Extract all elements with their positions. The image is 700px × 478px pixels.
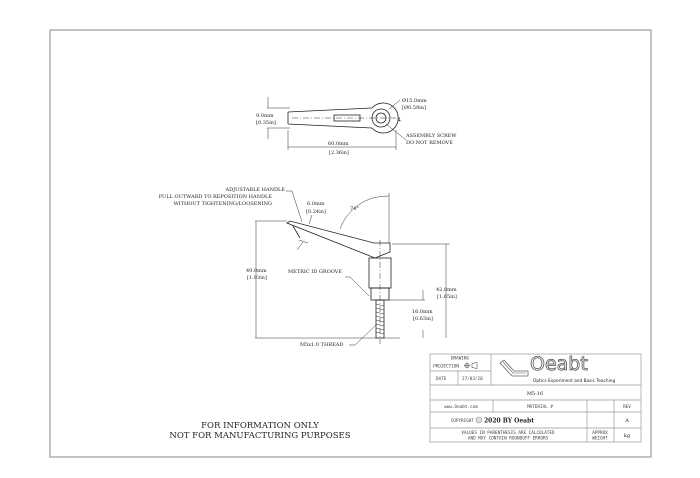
rev-value: A [624, 418, 629, 424]
thread-note: M5x1.0 THREAD [300, 342, 343, 348]
screw-note-line1: ASSEMBLY SCREW [405, 133, 457, 139]
dim-length-mm: 60.0mm [328, 141, 349, 147]
date-value: 27/03/20 [462, 376, 483, 382]
projection-label-2: PROJECTION [433, 364, 459, 370]
weight-unit: kg [624, 433, 631, 439]
website: www.Oeabt.com [444, 404, 478, 410]
leader-line [345, 276, 370, 297]
notice-line2: NOT FOR MANUFACTURING PURPOSES [169, 431, 350, 441]
dim-body-height-mm: 42.0mm [436, 287, 457, 293]
oeabt-logo: Oeabt Optics Experiment and Basic Teachi… [499, 353, 616, 384]
dim-diameter-in: [Ø0.59in] [402, 104, 426, 111]
values-note-line1: VALUES IN PARENTHESIS ARE CALCULATED [461, 430, 555, 436]
dim-height-mm: 9.0mm [256, 113, 274, 119]
dim-width-in: [0.24in] [306, 209, 326, 215]
part-number: M5-16 [527, 391, 543, 397]
logo-tagline: Optics Experiment and Basic Teaching [533, 378, 616, 384]
material-label: MATERIAL # [527, 404, 553, 410]
dim-overall-height-in: [1.93in] [247, 275, 267, 281]
handle-edge [292, 225, 301, 239]
leader-line [286, 190, 303, 223]
weight-label-2: WEIGHT [592, 436, 608, 442]
notice-line1: FOR INFORMATION ONLY [201, 421, 319, 431]
weight-label: APPROX [592, 430, 608, 436]
drawing-frame [49, 29, 652, 458]
dim-diameter-mm: Ø15.0mm [402, 97, 427, 104]
dim-thread-length-in: [0.63in] [413, 316, 433, 322]
copyright-icon [475, 416, 483, 424]
values-note-line2: AND MAY CONTAIN ROUNDOFF ERRORS [468, 436, 549, 442]
rev-label: REV [623, 404, 631, 410]
dim-body-height-in: [1.65in] [437, 294, 457, 300]
handle-note-line3: WITHOUT TIGHTENING/LOOSENING [174, 201, 272, 207]
logo-mark-icon [499, 359, 529, 377]
groove-note: METRIC ID GROOVE [288, 269, 342, 275]
handle-side [286, 220, 391, 259]
screw-note-line2: DO NOT REMOVE [406, 140, 453, 146]
dim-height-in: [0.35in] [256, 120, 276, 126]
projection-label: DRAWING [451, 356, 470, 362]
dim-overall-height-mm: 49.0mm [246, 268, 267, 274]
copyright-label: COPYRIGHT [451, 418, 475, 424]
handle-note-line1: ADJUSTABLE HANDLE [225, 187, 286, 193]
logo-text: Oeabt [530, 353, 588, 375]
copyright-value: 2020 BY Oeabt [484, 418, 534, 425]
centerline-symbol: ℄ [397, 117, 402, 123]
dim-angle: 74° [350, 206, 359, 212]
handle-note-line2: PULL OUTWARD TO REPOSITION HANDLE [159, 194, 273, 200]
side-view: ADJUSTABLE HANDLE PULL OUTWARD TO REPOSI… [159, 187, 457, 348]
date-label: DATE [436, 376, 447, 382]
projection-symbol-icon [464, 362, 478, 369]
leader-line [349, 323, 378, 346]
top-view: ℄ 9.0mm [0.35in] 60.0mm [2.36in] Ø15.0mm… [256, 97, 457, 156]
leader-line [388, 99, 401, 110]
title-block: DRAWING PROJECTION DATE 27/03/20 Oeabt O… [429, 353, 642, 443]
dim-width-mm: 6.0mm [307, 201, 325, 207]
dim-length-in: [2.36in] [329, 150, 349, 156]
angle-arc [339, 195, 390, 230]
handle-outline-top [287, 107, 373, 129]
dim-arrow [296, 214, 313, 251]
leader-line [385, 123, 407, 141]
dim-thread-length-mm: 16.0mm [412, 309, 433, 315]
handle-hub-top [371, 102, 399, 134]
